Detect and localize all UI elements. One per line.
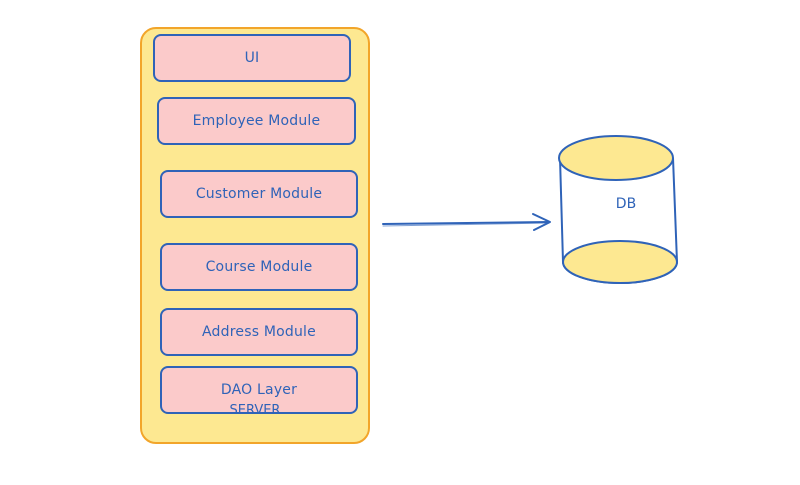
module-dao: DAO Layer (160, 366, 358, 414)
module-course: Course Module (160, 243, 358, 291)
module-customer: Customer Module (160, 170, 358, 218)
module-customer-label: Customer Module (195, 186, 323, 202)
module-address: Address Module (160, 308, 358, 356)
server-label: SERVER (229, 403, 281, 418)
server-to-db-arrow (382, 213, 551, 231)
module-course-label: Course Module (205, 259, 313, 275)
module-ui: UI (153, 34, 351, 82)
module-employee: Employee Module (157, 97, 356, 145)
module-employee-label: Employee Module (192, 113, 321, 129)
module-address-label: Address Module (202, 324, 316, 340)
module-dao-label: DAO Layer (220, 382, 298, 398)
database-cylinder (558, 135, 678, 284)
module-ui-label: UI (244, 50, 260, 66)
database-label: DB (615, 196, 637, 212)
